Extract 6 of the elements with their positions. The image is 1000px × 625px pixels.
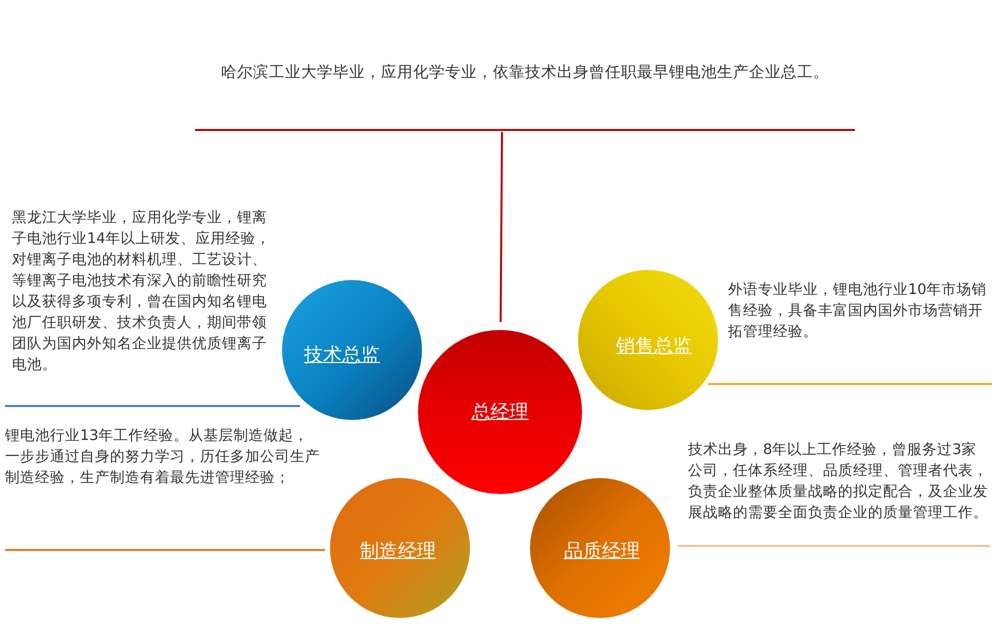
connector-line <box>500 132 503 322</box>
description-text: 锂电池行业13年工作经验。从基层制造做起，一步步通过自身的努力学习，历任多加公司生产制造经验，生产制造有着最先进管理经验； <box>5 427 320 488</box>
description-text: 外语专业毕业，锂电池行业10年市场销售经验，具备丰富国内国外市场营销开拓管理经验。 <box>728 280 988 342</box>
description-text: 技术出身，8年以上工作经验，曾服务过3家公司，任体系经理、品质经理、管理者代表，负责企业整体质量战略的拟定配合，及企业发展战略的需要全面负责企业的质量管理工作。 <box>688 440 988 523</box>
description-text: 黑龙江大学毕业，应用化学专业，锂离子电池行业14年以上研发、应用经验，对锂离子电池的材料机理、工艺设计、等锂离子电池技术有深入的前瞻性研究以及获得多项专利，曾在国内知名锂电池厂任职研发、技术负责人，期间带领团队为国内外知名企业提供优质锂离子电池。 <box>12 208 272 375</box>
heading-text: 哈尔滨工业大学毕业，应用化学专业，依靠技术出身曾任职最早锂电池生产企业总工。 <box>195 62 855 131</box>
